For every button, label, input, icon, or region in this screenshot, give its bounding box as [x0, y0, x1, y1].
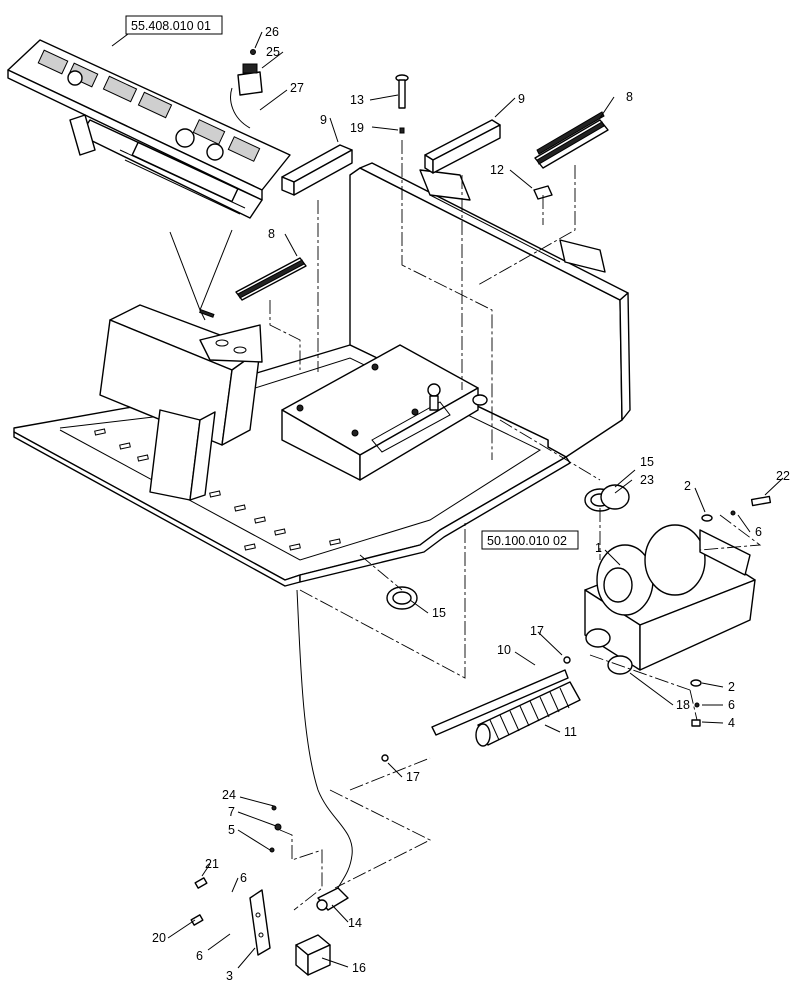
- bracket-3: [249, 889, 271, 956]
- callout-18: 18: [676, 698, 690, 712]
- callout-22: 22: [776, 469, 790, 483]
- console-plate: [169, 229, 233, 321]
- callout-2: 2: [728, 680, 735, 694]
- reference-label-top: 55.408.010 01: [131, 19, 211, 33]
- callout-6: 6: [240, 871, 247, 885]
- bolt-13: [395, 74, 409, 134]
- grommet-15-lower: [386, 586, 418, 610]
- callout-5: 5: [228, 823, 235, 837]
- callout-2: 2: [684, 479, 691, 493]
- seal-strip-8-left: [235, 257, 307, 301]
- callout-12: 12: [490, 163, 504, 177]
- trim-panel-9-right: [424, 119, 501, 174]
- tube-10: [431, 669, 569, 736]
- callout-numbers: 26 25 27 13 19 9 9 8 12 8 15 23 2 22 6 1…: [152, 25, 790, 983]
- callout-14: 14: [348, 916, 362, 930]
- blower-unit: [584, 524, 756, 675]
- callout-17: 17: [406, 770, 420, 784]
- callout-6: 6: [755, 525, 762, 539]
- callout-8: 8: [626, 90, 633, 104]
- callout-7: 7: [228, 805, 235, 819]
- callout-13: 13: [350, 93, 364, 107]
- callout-9: 9: [518, 92, 525, 106]
- reference-box-top[interactable]: 55.408.010 01: [125, 15, 223, 35]
- callout-21: 21: [205, 857, 219, 871]
- callout-26: 26: [265, 25, 279, 39]
- control-console: [99, 304, 263, 501]
- throttle-cable: [296, 589, 353, 889]
- callout-27: 27: [290, 81, 304, 95]
- callout-15: 15: [432, 606, 446, 620]
- callout-17: 17: [530, 624, 544, 638]
- rocker-switch: [230, 49, 263, 129]
- instrument-panel: [7, 39, 291, 219]
- callout-4: 4: [728, 716, 735, 730]
- label-12: [533, 185, 553, 200]
- callout-20: 20: [152, 931, 166, 945]
- seal-strip-8-right: [534, 111, 609, 169]
- trim-panel-9-left: [281, 144, 353, 196]
- grommet-15-upper: [584, 484, 630, 512]
- callout-11: 11: [564, 725, 577, 739]
- assembly-lines: [269, 140, 762, 911]
- callout-8: 8: [268, 227, 275, 241]
- hose-11: [475, 681, 581, 747]
- storage-box: [281, 344, 488, 481]
- callout-1: 1: [595, 541, 602, 555]
- callout-23: 23: [640, 473, 654, 487]
- callout-6: 6: [728, 698, 735, 712]
- reference-label-right: 50.100.010 02: [487, 534, 567, 548]
- callout-16: 16: [352, 961, 366, 975]
- callout-3: 3: [226, 969, 233, 983]
- callout-15: 15: [640, 455, 654, 469]
- callout-9: 9: [320, 113, 327, 127]
- callout-24: 24: [222, 788, 236, 802]
- reference-box-right[interactable]: 50.100.010 02: [481, 530, 579, 550]
- block-16: [295, 934, 331, 976]
- callout-10: 10: [497, 643, 511, 657]
- small-hardware: [190, 495, 772, 926]
- leader-lines: [111, 31, 784, 969]
- callout-6: 6: [196, 949, 203, 963]
- callout-19: 19: [350, 121, 364, 135]
- callout-25: 25: [266, 45, 280, 59]
- valve-14: [316, 887, 349, 911]
